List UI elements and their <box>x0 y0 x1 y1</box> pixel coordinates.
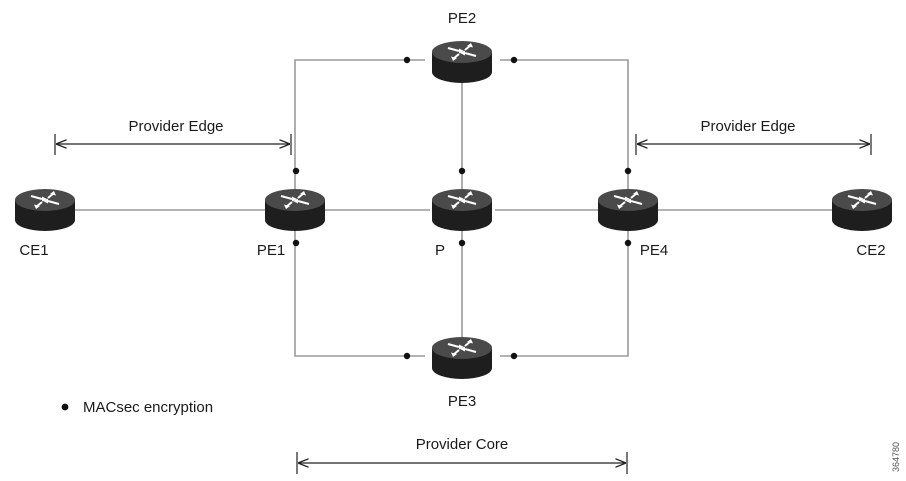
router-p <box>431 188 493 232</box>
router-pe2 <box>431 40 493 84</box>
macsec-dot <box>458 167 466 175</box>
label-provider-edge-right: Provider Edge <box>700 118 795 135</box>
label-pe1: PE1 <box>257 242 285 259</box>
macsec-dot <box>624 167 632 175</box>
links <box>70 59 834 357</box>
link-pe2-pe4 <box>500 59 629 198</box>
label-provider-edge-left: Provider Edge <box>128 118 223 135</box>
router-pe1 <box>264 188 326 232</box>
macsec-dot <box>403 352 411 360</box>
router-ce1 <box>14 188 76 232</box>
link-pe1-pe2 <box>294 59 425 198</box>
label-pe2: PE2 <box>448 10 476 27</box>
macsec-dot <box>624 239 632 247</box>
label-pe4: PE4 <box>640 242 668 259</box>
legend-dot <box>61 403 69 411</box>
legend-macsec-label: MACsec encryption <box>83 399 213 416</box>
label-pe3: PE3 <box>448 393 476 410</box>
router-pe3 <box>431 336 493 380</box>
span-provider-edge-right: Provider Edge <box>635 118 872 155</box>
link-pe1-pe3 <box>294 222 425 357</box>
macsec-dot <box>292 239 300 247</box>
macsec-dot <box>510 352 518 360</box>
label-ce2: CE2 <box>856 242 885 259</box>
macsec-dot <box>510 56 518 64</box>
macsec-dot <box>458 239 466 247</box>
span-provider-edge-left: Provider Edge <box>54 118 292 155</box>
legend: MACsec encryption <box>61 399 213 416</box>
router-ce2 <box>831 188 893 232</box>
label-p: P <box>435 242 445 259</box>
figure-id: 364780 <box>891 442 901 472</box>
macsec-dot <box>403 56 411 64</box>
macsec-dot <box>292 167 300 175</box>
label-ce1: CE1 <box>19 242 48 259</box>
span-provider-core: Provider Core <box>296 436 628 474</box>
macsec-points <box>292 56 632 360</box>
link-pe3-pe4 <box>500 222 629 357</box>
label-provider-core: Provider Core <box>416 436 509 453</box>
router-pe4 <box>597 188 659 232</box>
